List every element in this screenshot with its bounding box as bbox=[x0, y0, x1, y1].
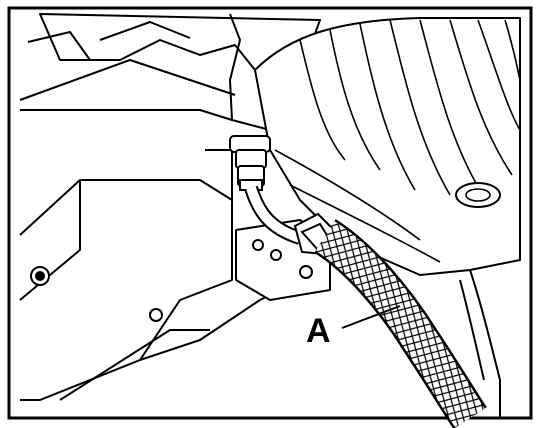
cooling-ribs bbox=[274, 19, 521, 263]
bolt-icon bbox=[299, 265, 313, 279]
bolt-icon bbox=[149, 308, 163, 322]
callout-label: A bbox=[306, 312, 331, 350]
bolt-icon bbox=[270, 249, 282, 261]
callout-leader-line bbox=[341, 305, 401, 329]
bolt-icon bbox=[252, 239, 264, 251]
callout-a: A bbox=[306, 305, 401, 350]
